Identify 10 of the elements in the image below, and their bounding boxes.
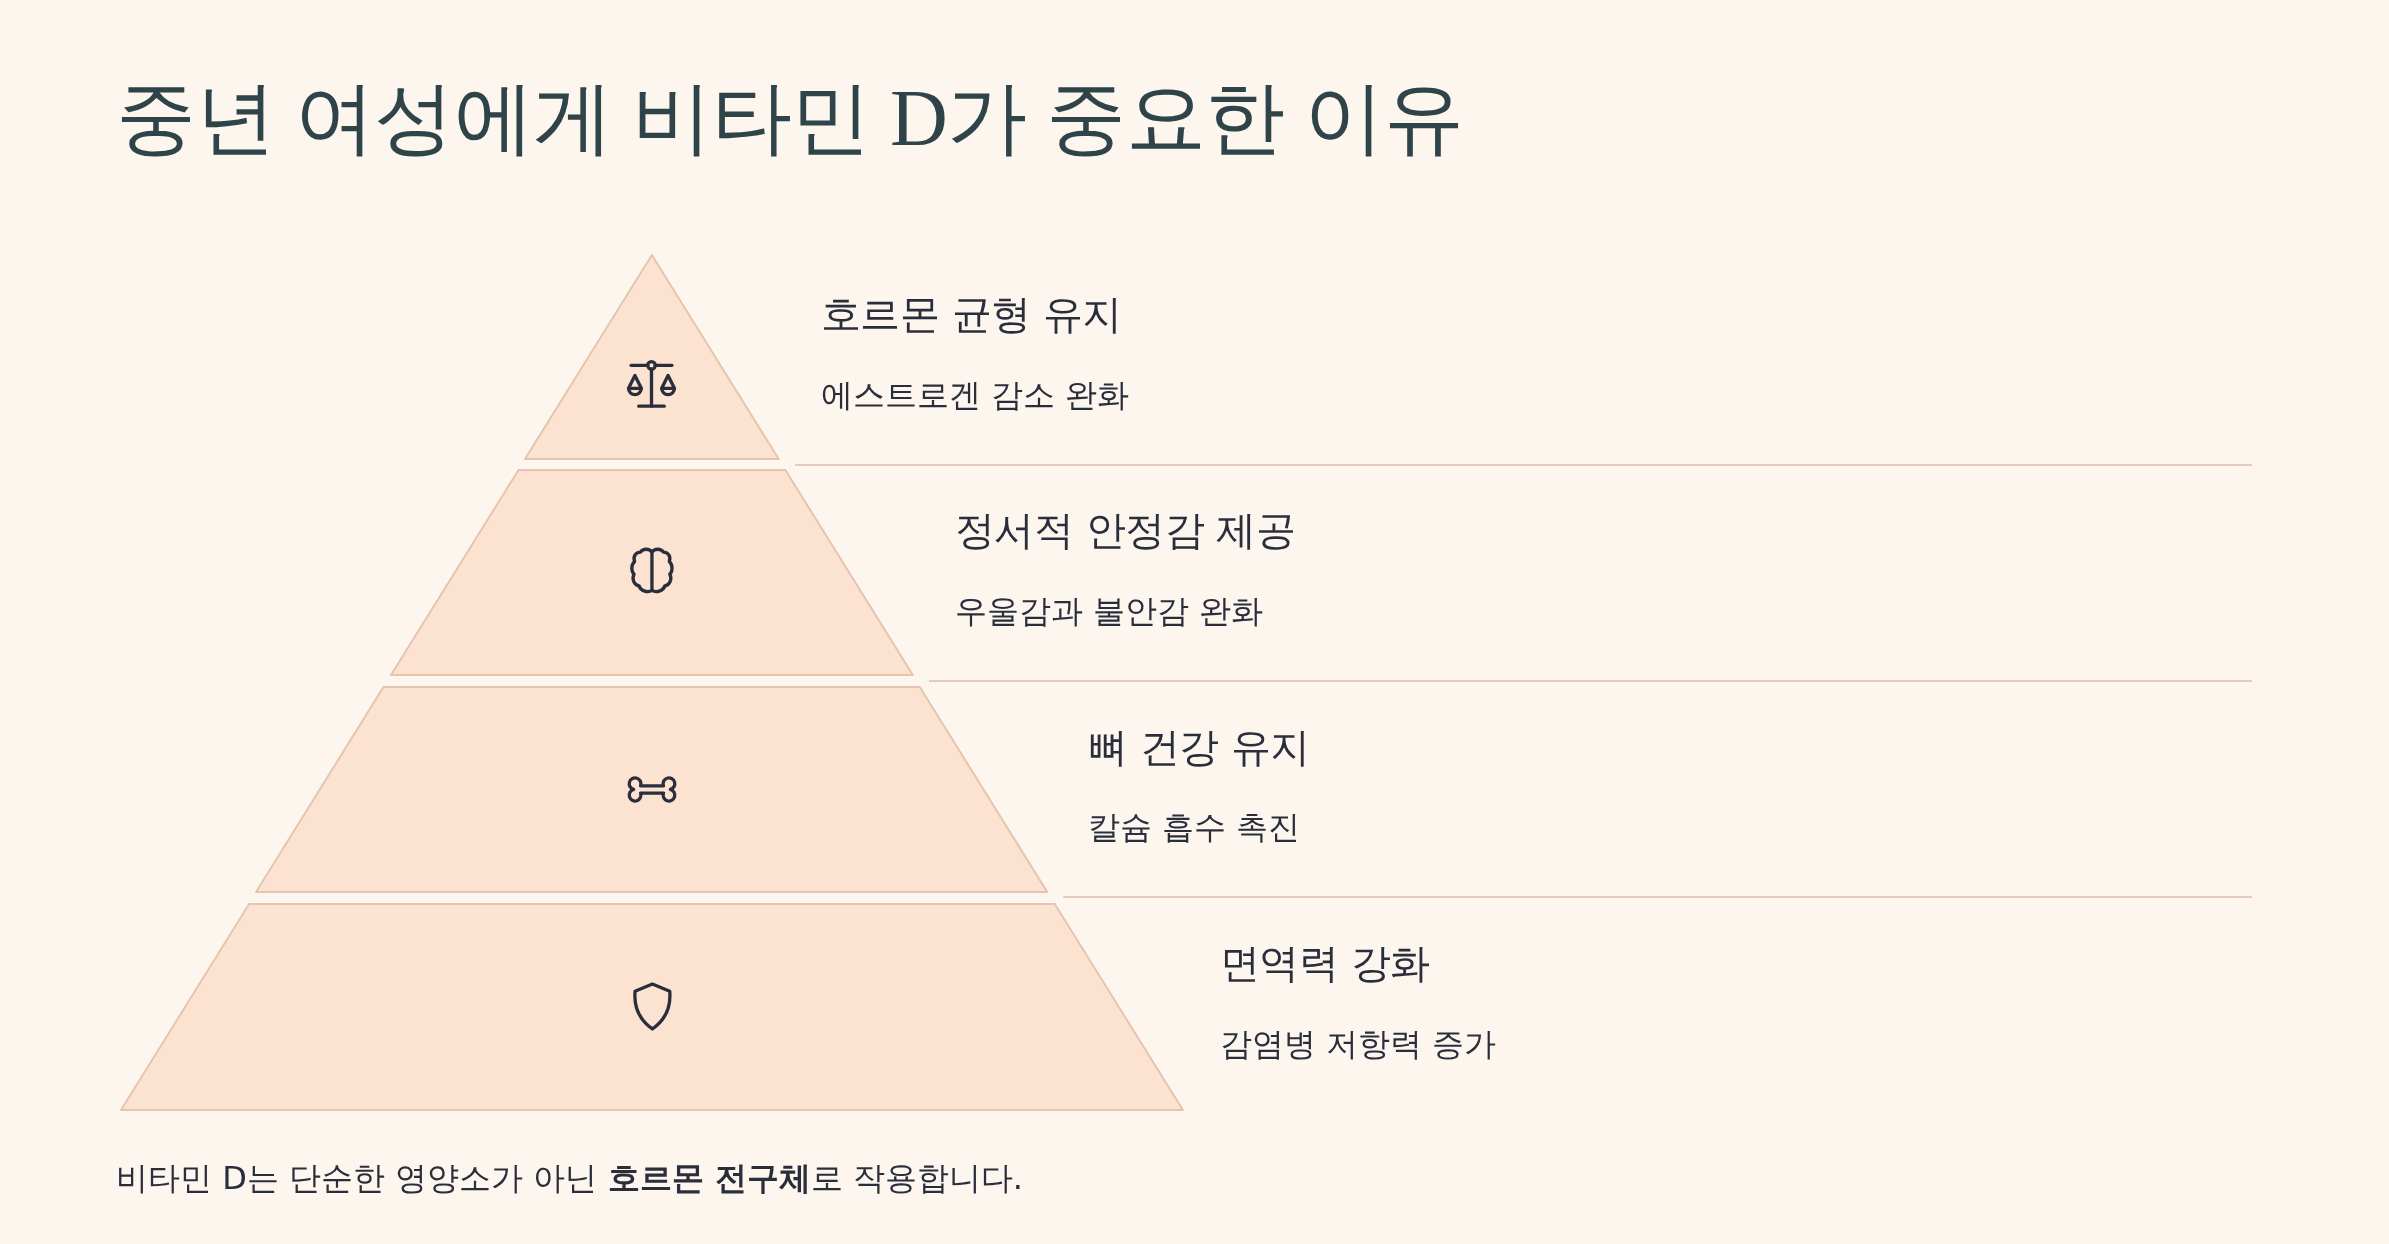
caption-text: 비타민 D는 단순한 영양소가 아닌 호르몬 전구체로 작용합니다. (116, 1159, 1023, 1198)
tier-description: 칼슘 흡수 촉진 (1088, 807, 1301, 847)
tier-description: 에스트로겐 감소 완화 (821, 375, 1130, 415)
title-text: 중년 여성에게 비타민 D가 중요한 이유 (116, 73, 1464, 164)
tier-description: 감염병 저항력 증가 (1220, 1024, 1497, 1064)
tier-heading: 뼈 건강 유지 (1088, 723, 1310, 771)
tier-description: 우울감과 불안감 완화 (955, 591, 1264, 631)
tier-heading: 호르몬 균형 유지 (821, 290, 1122, 338)
tier-heading: 정서적 안정감 제공 (955, 506, 1296, 554)
tier-heading: 면역력 강화 (1220, 939, 1430, 987)
